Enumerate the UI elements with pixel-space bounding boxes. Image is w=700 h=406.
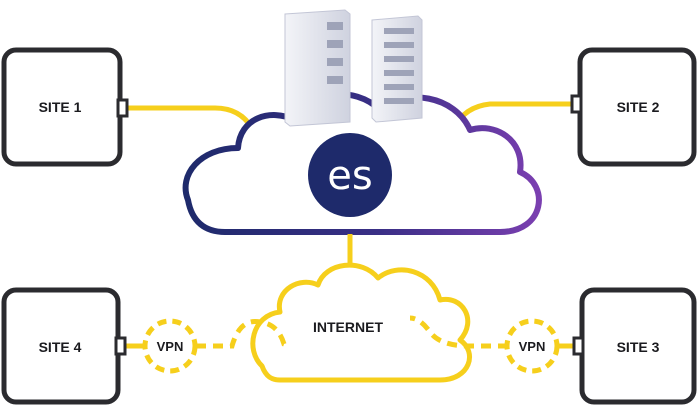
site-4: SITE 4 [1, 287, 127, 405]
server-icon [284, 9, 351, 127]
vpn-tunnel-left [196, 319, 291, 349]
site-port [572, 336, 585, 356]
es-logo: es [308, 133, 392, 217]
server-group [284, 9, 423, 127]
site-label: SITE 1 [39, 99, 82, 115]
es-logo-text: es [327, 153, 372, 199]
vpn-icon [504, 318, 560, 374]
site-port [114, 336, 127, 356]
cloud-icon [250, 262, 472, 383]
vpn-badge-right: VPN [504, 318, 560, 374]
site-label: SITE 3 [617, 339, 660, 355]
site-port [116, 98, 129, 118]
site-2: SITE 2 [570, 47, 697, 167]
internet-label: INTERNET [313, 319, 383, 335]
site-port [570, 94, 583, 114]
server-icon [371, 15, 423, 123]
site-label: SITE 2 [617, 99, 660, 115]
site-label: SITE 4 [39, 339, 82, 355]
site-1: SITE 1 [1, 47, 129, 167]
site-3: SITE 3 [572, 287, 697, 405]
vpn-icon [142, 318, 198, 374]
vpn-label-left: VPN [157, 339, 184, 354]
internet-cloud: INTERNET [250, 262, 472, 383]
vpn-badge-left: VPN [142, 318, 198, 374]
vpn-label-right: VPN [519, 339, 546, 354]
